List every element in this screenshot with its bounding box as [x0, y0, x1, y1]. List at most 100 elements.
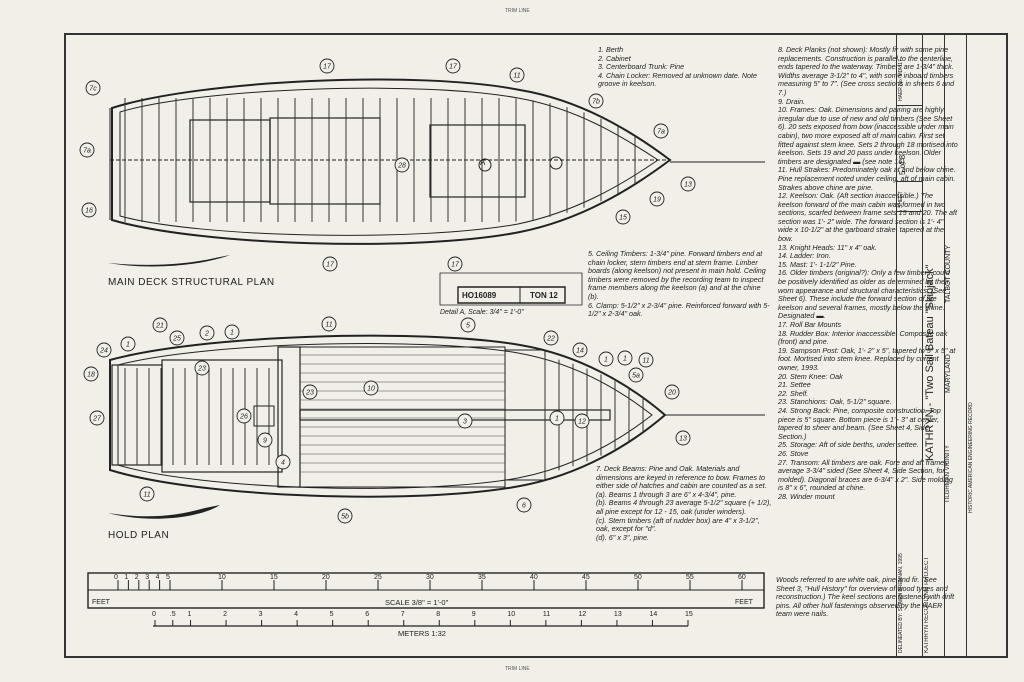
- border-frame: [64, 33, 1008, 658]
- note-line: 11. Hull Strakes: Predominately oak at a…: [778, 165, 956, 192]
- note-line: (b). Beams 4 through 23 average 5-1/2" s…: [596, 498, 772, 516]
- deck-callout-label: 11: [513, 73, 520, 80]
- note-line: 3. Centerboard Trunk: Pine: [598, 62, 685, 72]
- note-line: 10. Frames: Oak. Dimensions and pairing …: [778, 105, 958, 166]
- hold-callout: 1: [617, 350, 633, 366]
- feet-tick-label: 20: [322, 574, 330, 581]
- hold-callout-label: 18: [87, 372, 95, 379]
- feet-tick-label: 5: [166, 574, 170, 581]
- hold-callout: 24: [96, 342, 112, 358]
- note-line: 12. Keelson: Oak. (Aft section inaccessi…: [778, 191, 957, 244]
- hold-callout: 1: [120, 336, 136, 352]
- note-line: 7. Deck Beams: Pine and Oak. Materials a…: [596, 464, 767, 491]
- top-trim-mark: TRIM LINE: [505, 8, 530, 14]
- feet-tick-label: 25: [374, 574, 382, 581]
- meter-tick-label: 2: [223, 611, 227, 618]
- hold-callout: 1: [224, 324, 240, 340]
- detail-a-label: Detail A, Scale: 3/4" = 1'-0": [440, 309, 524, 316]
- meter-tick-label: 10: [507, 611, 516, 618]
- note-line: (c). Stern timbers (aft of rudder box) a…: [596, 515, 760, 534]
- note-line: 28. Winder mount: [778, 491, 835, 501]
- hold-callout: 2: [199, 325, 215, 341]
- meter-tick-label: 5: [329, 611, 334, 618]
- note-line: 25. Storage: Aft of side berths, under s…: [778, 440, 919, 450]
- feet-tick-label: 50: [634, 574, 642, 581]
- hold-callout-label: 9: [263, 438, 267, 445]
- meter-tick-label: 13: [613, 611, 622, 618]
- hold-callout: 5b: [337, 508, 353, 524]
- meter-tick-label: 7: [400, 611, 405, 618]
- section-mark-a: A: [480, 158, 486, 167]
- deck-callout-label: 13: [684, 182, 692, 189]
- feet-tick-label: 4: [155, 574, 160, 581]
- hold-callout: 14: [572, 342, 588, 358]
- feet-tick-label: 55: [686, 574, 694, 581]
- hold-callout-label: 11: [642, 358, 649, 365]
- meter-tick-label: .5: [169, 611, 176, 618]
- hold-callout-label: 11: [143, 492, 150, 499]
- hold-callout-label: 5b: [341, 514, 349, 521]
- meter-scale-caption: METERS 1:32: [398, 629, 446, 638]
- hold-callout: 27: [89, 410, 105, 426]
- meter-tick-label: 11: [542, 611, 551, 618]
- deck-callout-label: 17: [451, 262, 460, 269]
- note-line: 23. Stanchions: Oak, 5-1/2" square.: [778, 397, 892, 407]
- title-block: HAER No. MD-117 5 of 8 SHEET KATHRYN - "…: [896, 33, 1006, 658]
- note-line: (a). Beams 1 through 3 are 6" x 4-3/4", …: [596, 489, 737, 499]
- hold-callout: 3: [457, 413, 473, 429]
- hold-callout: 20: [664, 384, 680, 400]
- note-line: 19. Sampson Post: Oak, 1'- 2" x 5", tape…: [778, 345, 956, 372]
- deck-callout-label: 17: [449, 64, 458, 71]
- note-line: 14. Ladder: Iron.: [778, 251, 831, 261]
- deck-callout-label: 7a: [657, 129, 665, 136]
- hold-callout: 22: [543, 330, 559, 346]
- notes-item-7: 7. Deck Beams: Pine and Oak. Materials a…: [596, 464, 774, 542]
- hold-callout-label: 1: [604, 357, 608, 364]
- feet-scale-caption: SCALE 3/8" = 1'-0": [385, 598, 449, 607]
- meter-tick-label: 14: [649, 611, 658, 618]
- note-line: 2. Cabinet: [598, 53, 631, 63]
- meter-tick-label: 4: [294, 611, 299, 618]
- project-name: KATHRYN RECORDING PROJECT: [924, 556, 930, 653]
- feet-label-left: FEET: [92, 599, 110, 606]
- hold-callout-label: 25: [172, 336, 181, 343]
- hold-callout-label: 5a: [632, 373, 640, 380]
- feet-label-right: FEET: [735, 599, 753, 606]
- notes-items-5-6: 5. Ceiling Timbers: 1-3/4" pine. Forward…: [588, 249, 773, 319]
- feet-tick-label: 0: [114, 574, 118, 581]
- hold-callout: 5: [460, 317, 476, 333]
- note-line: 26. Stove: [778, 448, 809, 458]
- notes-footer: Woods referred to are white oak, pine an…: [776, 575, 955, 619]
- note-line: 9. Drain.: [778, 96, 806, 106]
- feet-tick-label: 45: [582, 574, 590, 581]
- hold-callout: 18: [83, 366, 99, 382]
- deck-callout: 28: [394, 157, 410, 173]
- note-line: 22. Shelf.: [778, 388, 809, 398]
- hold-callout: 11: [321, 316, 337, 332]
- deck-callout: 17: [319, 58, 335, 74]
- sheet-number: 5 of 8: [898, 154, 907, 175]
- hold-callout-label: 11: [325, 322, 332, 329]
- hold-callout-label: 27: [92, 416, 102, 423]
- hold-callout: 11: [139, 486, 155, 502]
- hold-callout: 21: [152, 317, 168, 333]
- feet-scale-bar: [87, 572, 765, 609]
- hold-callout-label: 10: [367, 386, 375, 393]
- deck-plan-profile-icon: [108, 255, 230, 267]
- detail-a-right-text: TON 12: [530, 291, 558, 300]
- state-name: MARYLAND: [945, 354, 952, 393]
- note-line: 5. Ceiling Timbers: 1-3/4" pine. Forward…: [588, 249, 766, 301]
- note-line: 20. Stem Knee: Oak: [778, 371, 843, 381]
- survey-number: HAER No. MD-117: [898, 59, 904, 101]
- note-line: 6. Clamp: 5-1/2" x 2-3/4" pine. Reinforc…: [588, 300, 770, 319]
- meter-tick-label: 12: [578, 611, 587, 618]
- note-line: 1. Berth: [598, 45, 624, 54]
- hold-callout-label: 1: [623, 356, 627, 363]
- deck-callout: 11: [509, 67, 525, 83]
- meter-tick-label: 15: [685, 611, 693, 618]
- hold-callout-label: 5: [466, 323, 470, 330]
- deck-callout-label: 7c: [89, 86, 97, 93]
- hold-callout-label: 22: [546, 336, 555, 343]
- meter-tick-label: 6: [365, 611, 370, 618]
